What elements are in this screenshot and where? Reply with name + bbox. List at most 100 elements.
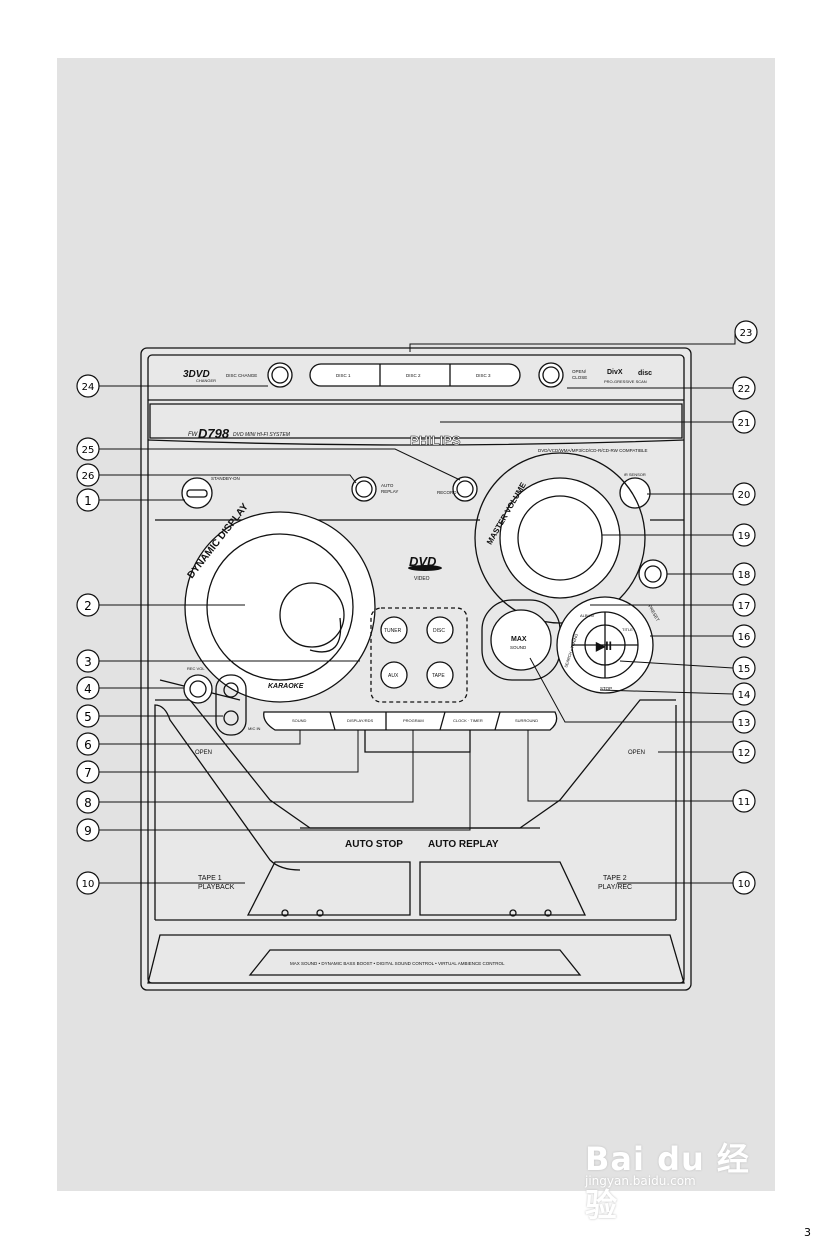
callout-10-right: 10	[732, 871, 756, 895]
callout-26: 26	[76, 463, 100, 487]
callout-3: 3	[76, 649, 100, 673]
tape2-sub-label: PLAY/REC	[598, 884, 632, 891]
open-close-label-2: CLOSE	[572, 375, 587, 380]
model-prefix: FW	[188, 432, 199, 438]
mic-jack-2[interactable]	[223, 710, 239, 726]
disc-select-bar[interactable]	[309, 363, 521, 387]
svg-text:10: 10	[82, 879, 95, 890]
rec-vol-label: REC VOL	[187, 666, 205, 671]
compatibility-label: DVD/VCD/WMA/MP3/CD/CD-R/CD-RW COMPATIBLE	[538, 448, 648, 453]
svg-text:23: 23	[740, 328, 753, 339]
auto-replay-deck-label: AUTO REPLAY	[428, 839, 499, 850]
display-rds-label: DISPLAY/RDS	[347, 718, 373, 723]
svg-text:10: 10	[738, 879, 751, 890]
disc-3-label: DISC 3	[476, 373, 491, 378]
mic-jack-1[interactable]	[223, 682, 239, 698]
callout-25: 25	[76, 437, 100, 461]
leader-lines	[98, 332, 736, 884]
disc-1-label: DISC 1	[336, 373, 351, 378]
callout-18: 18	[732, 562, 756, 586]
callout-12: 12	[732, 740, 756, 764]
disc-2-label: DISC 2	[406, 373, 421, 378]
svg-text:5: 5	[84, 710, 92, 724]
dynamic-display	[184, 511, 376, 703]
divx-logo: DivX	[607, 369, 623, 376]
tape1-sub-label: PLAYBACK	[198, 884, 235, 891]
svg-text:21: 21	[738, 418, 751, 429]
svg-text:4: 4	[84, 682, 92, 696]
callout-23: 23	[734, 320, 758, 344]
tuner-label: TUNER	[384, 628, 402, 634]
callout-10-left: 10	[76, 871, 100, 895]
watermark: Bai du 经验 jingyan.baidu.com	[585, 1120, 775, 1224]
svg-text:2: 2	[84, 599, 92, 613]
surround-label: SURROUND	[515, 718, 538, 723]
aux-label: AUX	[388, 673, 399, 679]
callout-20: 20	[732, 482, 756, 506]
svg-text:1: 1	[84, 494, 92, 508]
stop-label: STOP	[600, 686, 612, 691]
logo-3dvd-sub: CHANGER	[196, 378, 216, 383]
svg-text:22: 22	[738, 384, 751, 395]
record-label: RECORD	[437, 490, 457, 495]
open-close-label-1: OPEN/	[572, 369, 587, 374]
tape-label: TAPE	[432, 673, 445, 679]
standby-on-button[interactable]	[181, 477, 213, 509]
tape-door-right	[419, 861, 587, 916]
title-label: TITLE	[622, 627, 633, 632]
callout-22: 22	[732, 376, 756, 400]
svg-text:14: 14	[738, 690, 751, 701]
svg-text:12: 12	[738, 748, 751, 759]
tape2-label: TAPE 2	[603, 875, 627, 882]
svg-text:20: 20	[738, 490, 751, 501]
clock-timer-label: CLOCK · TIMER	[453, 718, 483, 723]
rec-vol-knob[interactable]	[183, 674, 213, 704]
ir-sensor-label: iR SENSOR	[624, 472, 646, 477]
bottom-strip-label: MAX SOUND • DYNAMIC BASS BOOST • DIGITAL…	[290, 961, 505, 966]
album-label: ALBUM	[580, 613, 594, 618]
callout-2: 2	[76, 593, 100, 617]
callout-21: 21	[732, 410, 756, 434]
watermark-brand: Bai du 经验	[585, 1140, 750, 1224]
aux-button[interactable]	[380, 661, 408, 689]
max-sound-button[interactable]	[490, 609, 552, 671]
dvd-logo	[408, 565, 442, 571]
svg-text:24: 24	[82, 382, 95, 393]
callout-9: 9	[76, 818, 100, 842]
callout-1: 1	[76, 488, 100, 512]
karaoke-label: KARAOKE	[268, 683, 304, 690]
auto-replay-label-2: REPLAY	[381, 489, 398, 494]
callout-5: 5	[76, 704, 100, 728]
max-label: MAX	[511, 636, 527, 643]
standby-label: STANDBY-ON	[211, 476, 240, 481]
svg-text:3: 3	[84, 655, 92, 669]
callout-4: 4	[76, 676, 100, 700]
headphone-jack[interactable]	[638, 559, 668, 589]
watermark-url: jingyan.baidu.com	[585, 1174, 696, 1188]
callout-24: 24	[76, 374, 100, 398]
callout-19: 19	[732, 523, 756, 547]
disc-button[interactable]	[426, 616, 454, 644]
svg-text:8: 8	[84, 796, 92, 810]
auto-replay-label-1: AUTO	[381, 483, 394, 488]
tuner-button[interactable]	[380, 616, 408, 644]
model-number: D798	[198, 426, 230, 441]
callout-7: 7	[76, 760, 100, 784]
tape-button[interactable]	[426, 661, 454, 689]
callout-13: 13	[732, 710, 756, 734]
svg-text:18: 18	[738, 570, 751, 581]
callout-6: 6	[76, 732, 100, 756]
function-button-strip	[263, 711, 558, 731]
logo-3dvd: 3DVD	[183, 369, 210, 380]
brand-logo: PHILIPS	[410, 433, 461, 448]
callout-17: 17	[732, 593, 756, 617]
svg-text:17: 17	[738, 601, 751, 612]
svg-text:19: 19	[738, 531, 751, 542]
svg-text:11: 11	[738, 797, 751, 808]
progressive-scan-label: PRO-GRESSIVE SCAN	[604, 379, 647, 384]
dvd-logo-text: DVD	[409, 554, 437, 569]
program-label: PROGRAM	[403, 718, 424, 723]
sound-button-label: SOUND	[292, 718, 307, 723]
open-right-label: OPEN	[628, 750, 645, 756]
dvd-logo-sub: VIDEO	[414, 576, 430, 582]
